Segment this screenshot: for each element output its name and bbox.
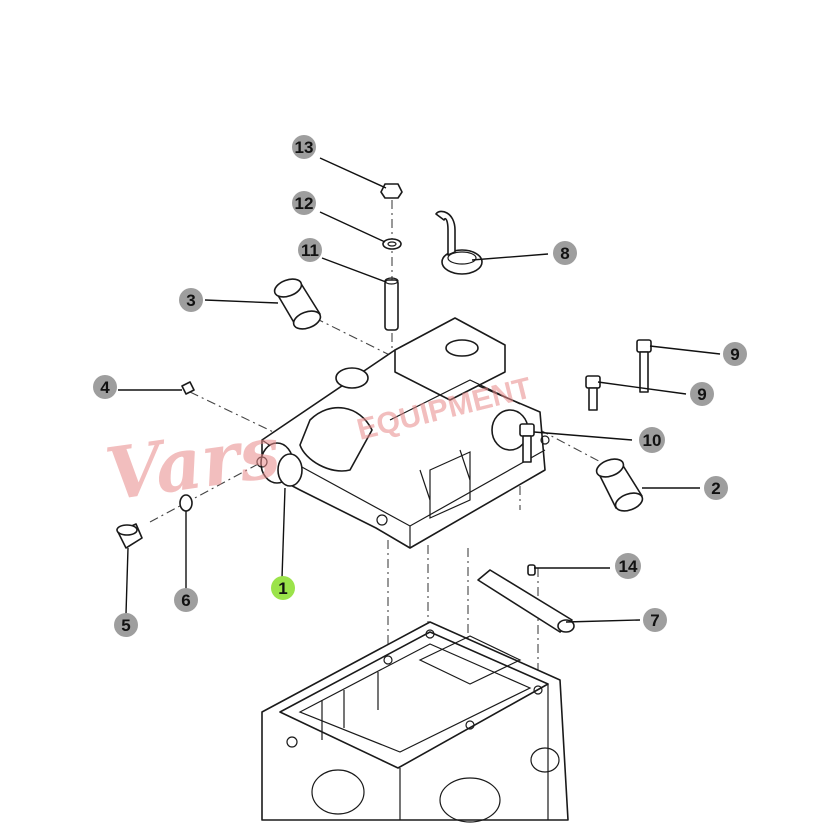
svg-text:8: 8	[560, 244, 569, 263]
washer-12	[382, 238, 402, 250]
callout-10: 10	[639, 427, 665, 453]
callouts: 13 12 11 3 4 5 6 1	[93, 135, 747, 637]
svg-text:4: 4	[100, 378, 110, 397]
callout-5: 5	[114, 613, 138, 637]
callout-4: 4	[93, 375, 117, 399]
plug-5	[116, 523, 143, 549]
svg-text:2: 2	[711, 479, 720, 498]
callout-1: 1	[271, 576, 295, 600]
watermark-script: Vars	[101, 408, 286, 516]
svg-text:6: 6	[181, 591, 190, 610]
svg-text:13: 13	[295, 138, 314, 157]
callout-9-lower: 9	[690, 382, 714, 406]
callout-9-upper: 9	[723, 342, 747, 366]
bushing-3	[273, 278, 322, 330]
svg-text:7: 7	[650, 611, 659, 630]
callout-11: 11	[298, 238, 322, 262]
callout-6: 6	[174, 588, 198, 612]
bolt-9a	[636, 339, 652, 393]
svg-text:10: 10	[643, 431, 662, 450]
svg-text:5: 5	[121, 616, 130, 635]
callout-12: 12	[292, 191, 316, 215]
bolt-9b	[585, 375, 601, 411]
callout-7: 7	[643, 608, 667, 632]
top-cover	[256, 317, 550, 549]
svg-text:1: 1	[278, 579, 287, 598]
leader-lines	[118, 157, 721, 623]
callout-13: 13	[292, 135, 316, 159]
svg-text:14: 14	[619, 557, 638, 576]
callout-2: 2	[704, 476, 728, 500]
bolt-10	[519, 423, 535, 463]
breather-8	[435, 210, 483, 275]
transmission-housing	[261, 621, 569, 823]
svg-text:11: 11	[301, 241, 319, 260]
callout-8: 8	[553, 241, 577, 265]
svg-text:9: 9	[730, 345, 739, 364]
dowel-pin-11	[384, 277, 399, 331]
bolt-13	[380, 183, 403, 199]
svg-text:9: 9	[697, 385, 706, 404]
plug-4	[181, 381, 195, 395]
callout-14: 14	[615, 553, 641, 579]
svg-text:12: 12	[295, 194, 314, 213]
svg-text:3: 3	[186, 291, 195, 310]
shaft-7	[477, 569, 575, 633]
bushing-2	[595, 458, 644, 512]
pin-14	[527, 564, 536, 576]
callout-3: 3	[179, 288, 203, 312]
